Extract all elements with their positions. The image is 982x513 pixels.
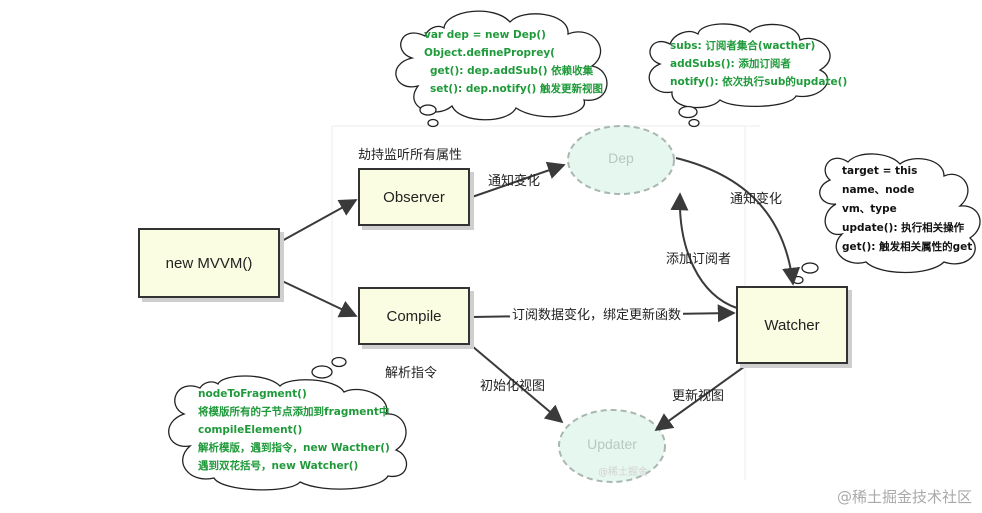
watcher-info-note: target = this name、node vm、type update()… xyxy=(842,162,972,257)
observer-code-note: var dep = new Dep() Object.defineProprey… xyxy=(424,26,603,98)
note-line: nodeToFragment() xyxy=(198,388,307,400)
edge-dep-watcher xyxy=(675,157,801,286)
observer-node[interactable]: Observer xyxy=(358,168,470,226)
compile-info-note: nodeToFragment() 将模版所有的子节点添加到fragment中 c… xyxy=(198,385,390,475)
note-line: compileElement() xyxy=(198,424,303,436)
watcher-info-cloud xyxy=(792,153,981,285)
label-update-view: 更新视图 xyxy=(672,389,725,404)
note-line: subs: 订阅者集合(wacther) xyxy=(670,40,816,52)
note-line: var dep = new Dep() xyxy=(424,29,546,41)
note-line: Object.defineProprey( xyxy=(424,47,555,59)
label-subscribe: 订阅数据变化，绑定更新函数 xyxy=(510,304,684,323)
dep-info-cloud xyxy=(648,23,831,128)
note-line: target = this xyxy=(842,165,918,177)
edge-observer-dep xyxy=(471,161,566,198)
note-line: 遇到双花括号，new Watcher() xyxy=(198,460,359,472)
note-line: get(): dep.addSub() 依赖收集 xyxy=(430,65,594,77)
note-line: name、node xyxy=(842,184,915,196)
note-line: 将模版所有的子节点添加到fragment中 xyxy=(198,406,390,418)
compile-info-cloud xyxy=(168,356,407,491)
note-line: vm、type xyxy=(842,203,897,215)
edge-watcher-dep xyxy=(670,192,738,309)
label-parse: 解析指令 xyxy=(385,366,438,381)
faint-text: @稀土掘金 xyxy=(598,467,648,478)
note-line: set(): dep.notify() 触发更新视图 xyxy=(430,83,603,95)
updater-node-label: Updater xyxy=(587,436,637,452)
mvvm-node[interactable]: new MVVM() xyxy=(138,228,280,298)
note-line: 解析模版，遇到指令，new Wacther() xyxy=(198,442,390,454)
note-line: update(): 执行相关操作 xyxy=(842,222,965,234)
label-notify-change-2: 通知变化 xyxy=(730,192,783,207)
edge-mvvm-observer xyxy=(279,199,358,243)
watcher-node[interactable]: Watcher xyxy=(736,286,848,364)
watermark: @稀土掘金技术社区 xyxy=(836,488,972,506)
edge-watcher-updater xyxy=(654,363,749,432)
edge-mvvm-compile xyxy=(279,279,358,318)
label-hijack: 劫持监听所有属性 xyxy=(358,148,463,163)
label-notify-change-1: 通知变化 xyxy=(488,174,541,189)
label-init-view: 初始化视图 xyxy=(480,379,546,394)
note-line: notify(): 依次执行sub的update() xyxy=(670,76,848,88)
dep-node-shape[interactable] xyxy=(567,125,675,195)
dep-node-label: Dep xyxy=(608,150,634,166)
note-line: get(): 触发相关属性的get xyxy=(842,241,973,253)
updater-node-shape[interactable] xyxy=(558,409,666,483)
edge-compile-updater xyxy=(471,345,564,424)
observer-code-cloud xyxy=(395,10,608,128)
note-line: addSubs(): 添加订阅者 xyxy=(670,58,791,70)
dep-info-note: subs: 订阅者集合(wacther) addSubs(): 添加订阅者 no… xyxy=(670,37,847,91)
compile-node[interactable]: Compile xyxy=(358,287,470,345)
label-add-subscriber: 添加订阅者 xyxy=(666,252,732,267)
